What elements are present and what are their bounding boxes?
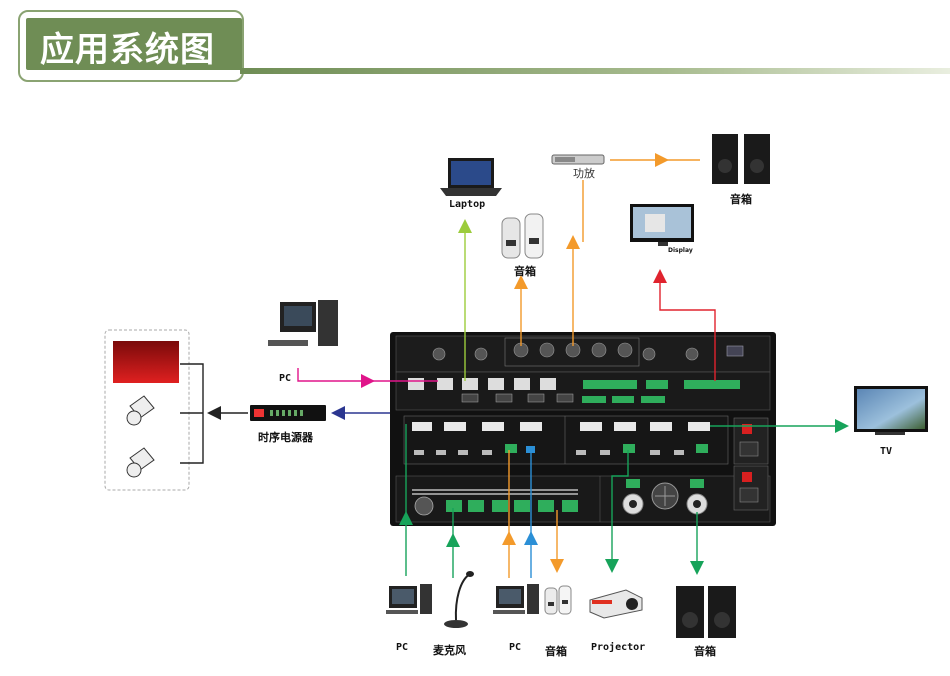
label-amplifier: 功放 (573, 167, 595, 180)
speaker-pair-large-bottom-icon (676, 586, 736, 638)
curtain-icon (113, 341, 179, 383)
laptop-icon (440, 158, 502, 196)
speaker-pair-small-icon (501, 213, 544, 259)
speaker-small-bottom-icon (544, 585, 572, 615)
label-display: Display (668, 247, 693, 254)
label-speaker-bottom-small: 音箱 (545, 645, 567, 658)
label-speaker-top-middle: 音箱 (514, 265, 536, 278)
label-speaker-top-right: 音箱 (730, 193, 752, 206)
label-sequencer: 时序电源器 (258, 431, 313, 444)
label-pc-bottom-1: PC (396, 642, 409, 653)
label-speaker-bottom-right: 音箱 (694, 645, 716, 658)
microphone-icon (444, 571, 474, 628)
pc-bottom-1-icon (386, 584, 432, 614)
amplifier-icon (551, 154, 605, 165)
display-icon (630, 204, 694, 246)
label-pc-left: PC (279, 373, 292, 384)
pc-left-icon (268, 300, 338, 346)
title-rule (240, 68, 950, 74)
projector-icon (589, 589, 643, 619)
pc-bottom-2-icon (493, 584, 539, 614)
speaker-pair-large-top-icon (712, 134, 770, 184)
label-pc-bottom-2: PC (509, 642, 522, 653)
stage-equipment-group (104, 329, 190, 491)
label-laptop: Laptop (449, 199, 486, 210)
label-microphone: 麦克风 (433, 644, 466, 657)
tv-icon (854, 386, 928, 435)
page-title: 应用系统图 (40, 30, 215, 70)
label-projector: Projector (591, 642, 646, 653)
main-device (390, 332, 776, 526)
label-tv: TV (880, 446, 893, 457)
title-bar (26, 18, 242, 70)
power-sequencer-device (250, 405, 326, 421)
